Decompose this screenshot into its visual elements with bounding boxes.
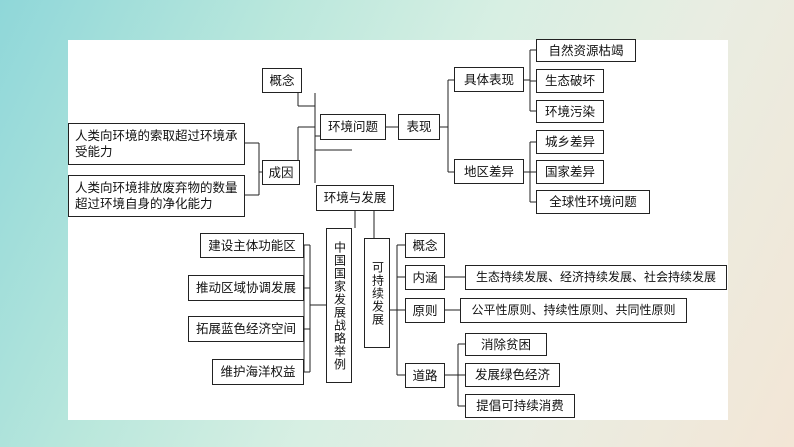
connotation-value: 生态持续发展、经济持续发展、社会持续发展 — [465, 265, 727, 290]
env-problem-node: 环境问题 — [320, 114, 386, 140]
center-node: 环境与发展 — [316, 185, 394, 211]
strategy-item-1: 建设主体功能区 — [200, 233, 304, 258]
specific-item-1: 自然资源枯竭 — [536, 39, 636, 62]
cause-item-2: 人类向环境排放废弃物的数量超过环境自身的净化能力 — [68, 175, 245, 217]
principle-value: 公平性原则、持续性原则、共同性原则 — [460, 298, 687, 323]
regional-item-3: 全球性环境问题 — [536, 190, 650, 214]
path-item-1: 消除贫困 — [465, 333, 547, 356]
connotation-node: 内涵 — [405, 265, 445, 290]
path-node: 道路 — [405, 363, 445, 388]
causes-node: 成因 — [262, 160, 300, 185]
concept-node: 概念 — [262, 68, 302, 93]
strategy-item-2: 推动区域协调发展 — [188, 275, 304, 301]
diagram-card — [68, 40, 728, 420]
cause-item-1: 人类向环境的索取超过环境承受能力 — [68, 123, 245, 165]
strategy-item-3: 拓展蓝色经济空间 — [188, 316, 304, 342]
sustainable-node: 可持续发展 — [364, 238, 390, 348]
path-item-3: 提倡可持续消费 — [465, 394, 575, 418]
manifestation-node: 表现 — [398, 114, 440, 140]
sustainable-concept-node: 概念 — [405, 233, 445, 258]
regional-item-1: 城乡差异 — [536, 130, 604, 154]
specific-node: 具体表现 — [454, 67, 524, 92]
path-item-2: 发展绿色经济 — [465, 363, 560, 387]
regional-item-2: 国家差异 — [536, 160, 604, 184]
specific-item-2: 生态破坏 — [536, 69, 604, 93]
specific-item-3: 环境污染 — [536, 100, 604, 123]
strategy-item-4: 维护海洋权益 — [212, 359, 304, 385]
principle-node: 原则 — [405, 298, 445, 323]
strategy-node: 中国国家发展战略举例 — [326, 228, 352, 383]
regional-node: 地区差异 — [454, 159, 524, 184]
